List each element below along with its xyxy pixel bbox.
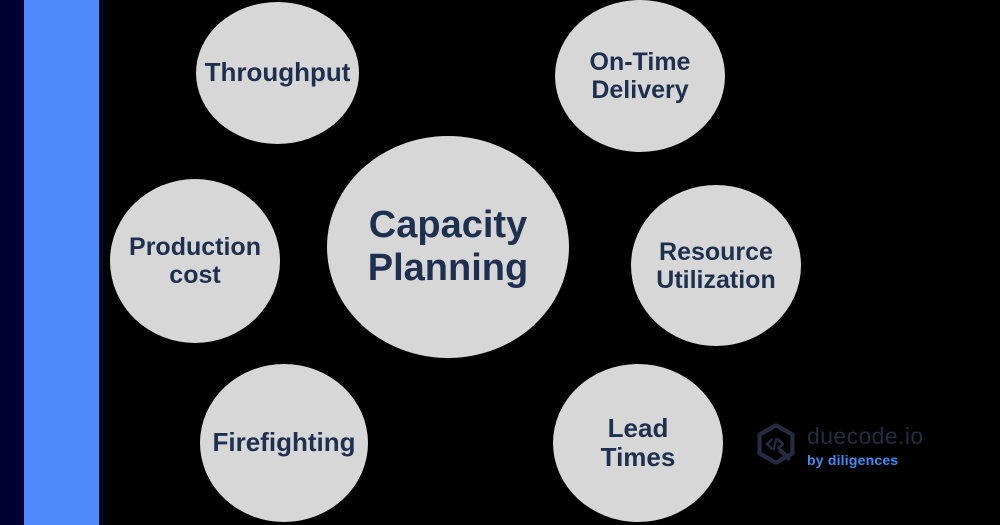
left-blue-accent-bar [24,0,99,525]
node-bubble-throughput: Throughput [196,2,359,144]
left-navy-accent-strip [0,0,24,525]
node-bubble-on-time-delivery: On-Time Delivery [555,0,725,152]
duecode-logo-text: duecode.io by diligences [807,423,924,468]
node-bubble-firefighting: Firefighting [200,364,368,522]
duecode-logo-name: duecode.io [807,423,924,449]
center-bubble-capacity-planning: Capacity Planning [327,136,569,358]
node-label-production-cost: Production cost [129,233,261,289]
node-label-throughput: Throughput [204,57,351,88]
node-bubble-resource-utilization: Resource Utilization [631,185,801,346]
node-label-lead-times: Lead Times [600,412,676,472]
node-bubble-lead-times: Lead Times [553,364,723,522]
duecode-logo: duecode.io by diligences [752,418,937,474]
duecode-hexagon-code-magnifier-icon [757,423,795,465]
center-bubble-label: Capacity Planning [367,204,529,289]
node-label-on-time-delivery: On-Time Delivery [589,48,691,104]
node-label-resource-utilization: Resource Utilization [656,237,776,294]
node-label-firefighting: Firefighting [212,427,356,458]
left-navy-hairline [99,0,103,525]
node-bubble-production-cost: Production cost [110,179,280,343]
duecode-logo-tagline: by diligences [807,452,899,468]
